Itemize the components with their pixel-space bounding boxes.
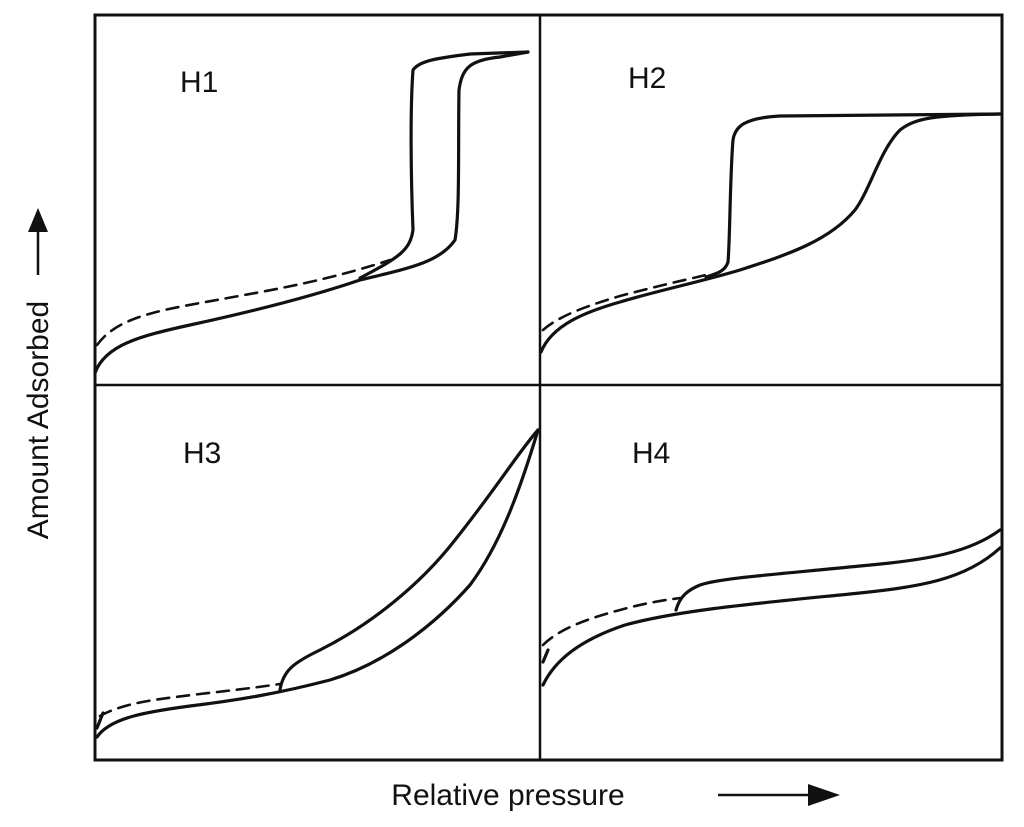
panel-h4: H4: [541, 437, 1002, 687]
h3-start-tick: [95, 711, 105, 730]
h4-dashed-curve: [541, 596, 682, 647]
h3-desorption-branch: [278, 428, 540, 692]
h3-dashed-curve: [98, 682, 282, 718]
h3-adsorption-branch: [95, 428, 540, 739]
y-axis: Amount Adsorbed: [22, 208, 55, 539]
h1-adsorption-branch: [93, 50, 530, 375]
h4-desorption-branch: [674, 528, 1002, 612]
panel-label-h3: H3: [183, 437, 221, 470]
y-axis-label: Amount Adsorbed: [22, 301, 55, 540]
h1-dashed-curve: [95, 258, 392, 347]
h2-adsorption-branch: [539, 112, 1002, 354]
h1-desorption-branch: [358, 50, 530, 280]
panel-h2: H2: [539, 62, 1002, 354]
h2-dashed-curve: [541, 273, 708, 332]
panel-h3: H3: [95, 428, 540, 739]
x-axis-label: Relative pressure: [391, 779, 624, 812]
h2-desorption-branch: [704, 112, 1002, 279]
x-axis: Relative pressure: [391, 779, 840, 812]
panel-label-h2: H2: [628, 62, 666, 95]
h4-start-tick: [541, 648, 550, 664]
panel-label-h4: H4: [632, 437, 670, 470]
panel-h1: H1: [93, 50, 530, 375]
figure-frame: [93, 13, 1004, 762]
arrow-right-icon: [718, 784, 840, 806]
arrow-up-icon: [28, 208, 48, 275]
panel-label-h1: H1: [180, 66, 218, 99]
h4-adsorption-branch: [541, 546, 1002, 687]
